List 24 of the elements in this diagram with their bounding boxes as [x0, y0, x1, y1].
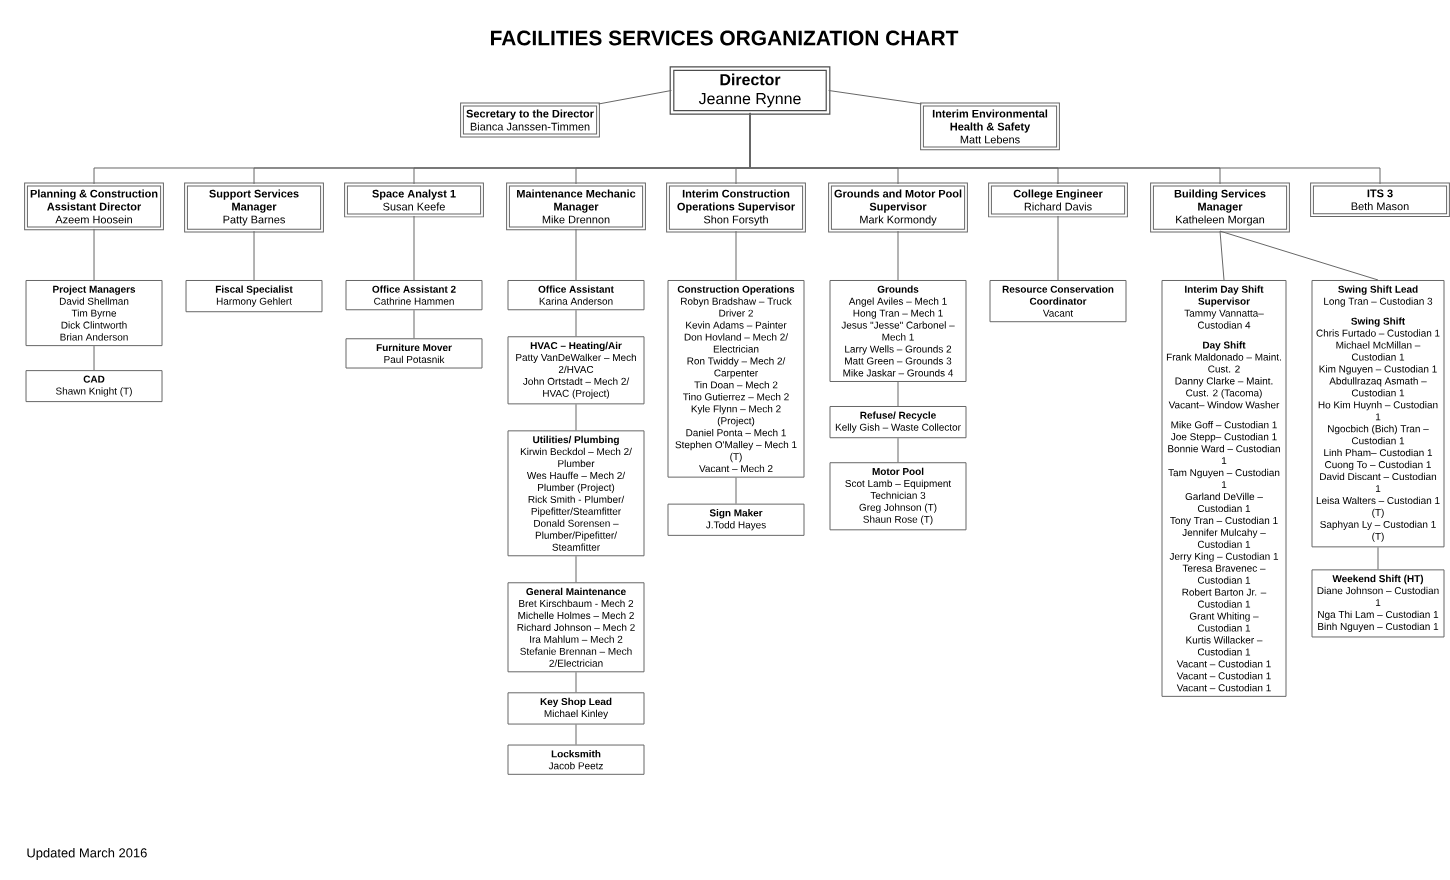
- connector-line: [897, 381, 899, 407]
- connector-line: [897, 437, 899, 463]
- connector-line: [598, 90, 672, 105]
- connector-line: [575, 403, 577, 431]
- connector-line: [749, 112, 1381, 185]
- connector-line: [828, 90, 922, 105]
- connector-line: [1219, 230, 1225, 281]
- connector-line: [735, 230, 737, 281]
- connector-line: [575, 671, 577, 693]
- connector-line: [575, 309, 577, 337]
- connector-line: [253, 230, 255, 281]
- connector-line: [93, 228, 95, 281]
- connector-line: [413, 215, 415, 281]
- connector-line: [413, 309, 415, 339]
- connector-line: [1377, 546, 1379, 570]
- connector-line: [897, 230, 899, 281]
- connector-line: [735, 477, 737, 505]
- connector-line: [575, 724, 577, 746]
- connector-line: [1219, 230, 1379, 281]
- connector-line: [575, 228, 577, 281]
- chart-title: FACILITIES SERVICES ORGANIZATION CHART: [491, 30, 959, 46]
- connector-line: [575, 555, 577, 583]
- connector-line: [1057, 215, 1059, 281]
- connector-line: [93, 345, 95, 371]
